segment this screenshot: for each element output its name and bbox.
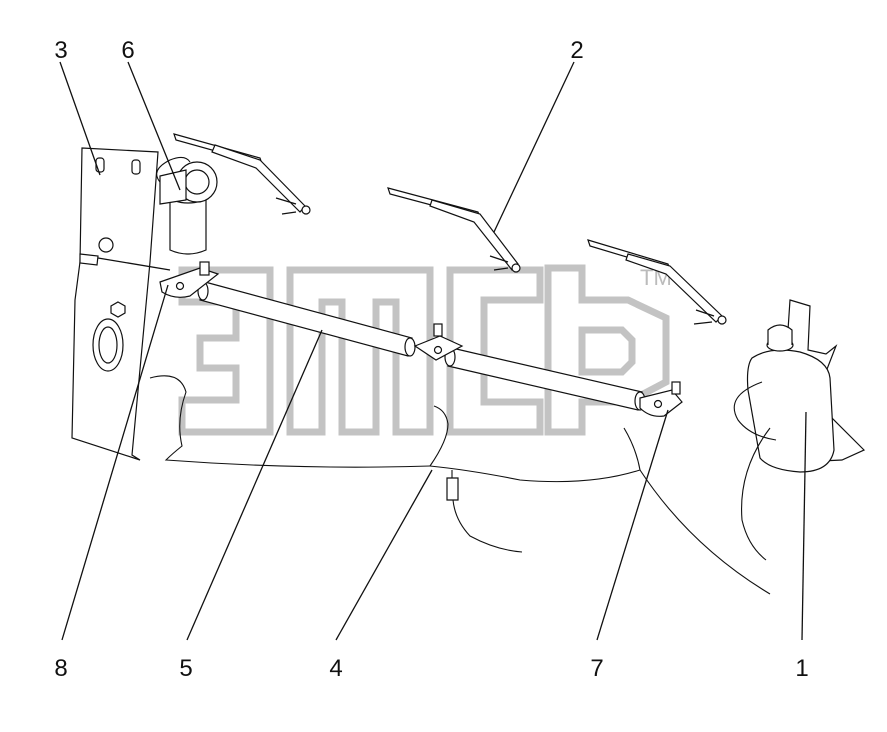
- leader-7: [596, 409, 669, 641]
- wiper-arm-left: [173, 133, 311, 215]
- callout-4: 4: [329, 655, 342, 682]
- linkage-tube: [197, 281, 646, 411]
- leader-3: [59, 61, 101, 176]
- callout-5: 5: [179, 655, 192, 682]
- callout-7: 7: [590, 655, 603, 682]
- callout-6: 6: [121, 37, 134, 64]
- callout-1: 1: [795, 655, 808, 682]
- wiper-motor: [156, 156, 218, 255]
- wiper-arm-middle: [387, 187, 521, 273]
- leader-lines: [59, 61, 807, 641]
- mounting-panel: [71, 147, 171, 461]
- leader-8: [61, 284, 169, 641]
- leader-5: [186, 329, 323, 641]
- callout-3: 3: [54, 37, 67, 64]
- washer-reservoir: [733, 299, 866, 561]
- pivot-bracket-right: [639, 381, 683, 417]
- callout-2: 2: [570, 37, 583, 64]
- washer-hoses: [149, 375, 771, 595]
- leader-4: [335, 469, 433, 641]
- leader-6: [127, 61, 181, 191]
- callout-8: 8: [54, 655, 67, 682]
- leader-1: [801, 411, 807, 641]
- wiper-arm-right: [587, 239, 727, 325]
- pivot-bracket-left: [159, 261, 220, 298]
- leader-2: [493, 61, 575, 233]
